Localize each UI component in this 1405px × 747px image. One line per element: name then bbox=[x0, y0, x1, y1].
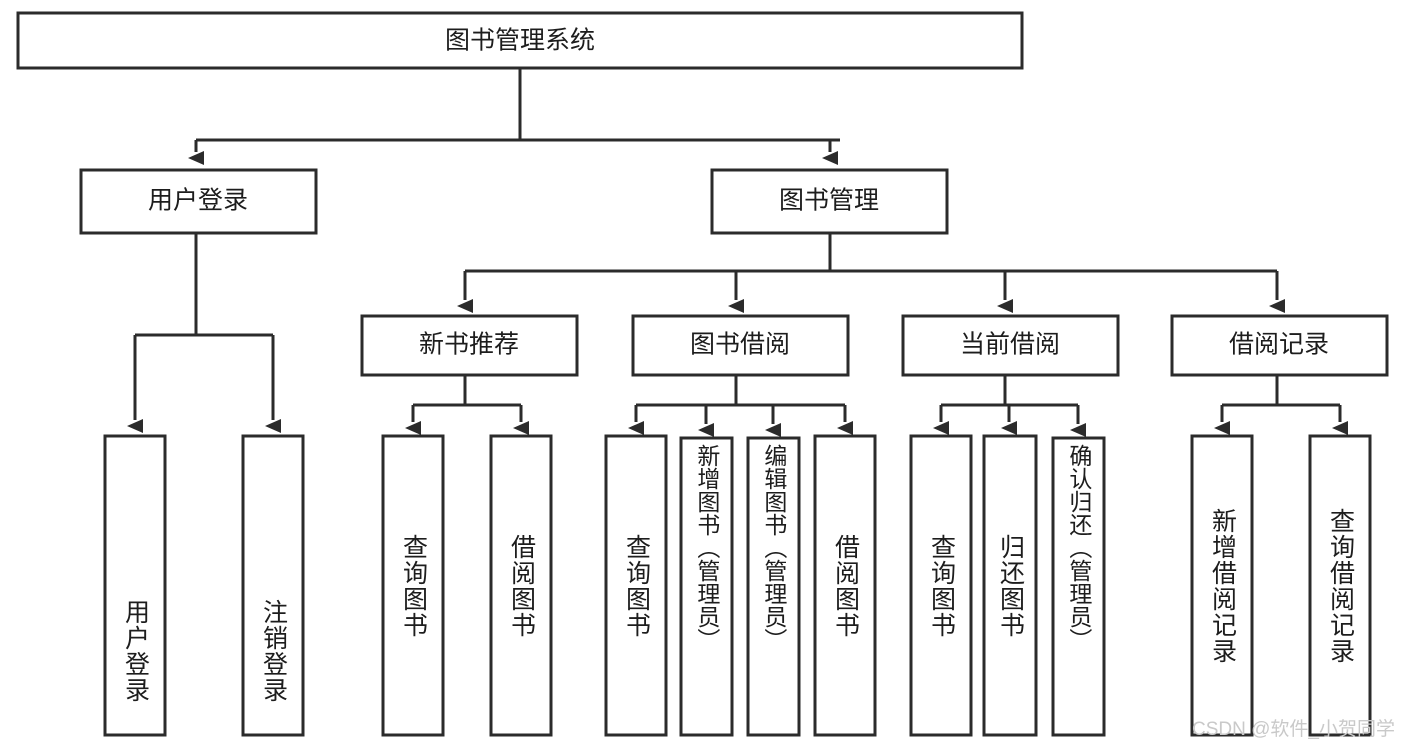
node-new-book-rec-box[interactable] bbox=[360, 314, 579, 377]
node-book-mgmt-box[interactable] bbox=[710, 168, 949, 235]
node-leaf-current-2-box[interactable] bbox=[982, 434, 1038, 737]
node-borrow-record-label: 借阅记录 bbox=[1229, 331, 1329, 359]
node-layer: 图书管理系统 用户登录 图书管理 新书推荐 图书借阅 当前借阅 借阅记录 bbox=[16, 11, 1389, 737]
node-book-borrow-label: 图书借阅 bbox=[690, 331, 790, 359]
node-new-book-rec-label: 新书推荐 bbox=[419, 331, 519, 359]
node-leaf-borrow-4-box[interactable] bbox=[813, 434, 877, 737]
node-leaf-record-1-box[interactable] bbox=[1190, 434, 1254, 737]
node-borrow-record-box[interactable] bbox=[1170, 314, 1389, 377]
node-book-borrow-box[interactable] bbox=[631, 314, 850, 377]
node-current-borrow-box[interactable] bbox=[901, 314, 1120, 377]
node-leaf-new-book-2-box[interactable] bbox=[489, 434, 553, 737]
node-leaf-current-1-box[interactable] bbox=[909, 434, 973, 737]
node-current-borrow-label: 当前借阅 bbox=[960, 331, 1060, 359]
node-root-label: 图书管理系统 bbox=[445, 27, 595, 55]
node-root-box[interactable] bbox=[16, 11, 1024, 70]
node-leaf-record-2-box[interactable] bbox=[1308, 434, 1372, 737]
node-user-login-box[interactable] bbox=[79, 168, 318, 235]
node-leaf-user-login-1-box[interactable] bbox=[103, 434, 167, 737]
node-book-mgmt-label: 图书管理 bbox=[779, 187, 879, 215]
node-user-login-label: 用户登录 bbox=[148, 187, 248, 215]
node-leaf-borrow-3-box[interactable] bbox=[746, 436, 801, 737]
node-leaf-borrow-1-box[interactable] bbox=[604, 434, 668, 737]
node-leaf-current-3-box[interactable] bbox=[1051, 436, 1106, 737]
node-leaf-user-login-2-box[interactable] bbox=[241, 434, 305, 737]
node-leaf-borrow-2-box[interactable] bbox=[679, 436, 734, 737]
node-leaf-new-book-1-box[interactable] bbox=[381, 434, 445, 737]
connector-layer bbox=[127, 68, 1348, 437]
